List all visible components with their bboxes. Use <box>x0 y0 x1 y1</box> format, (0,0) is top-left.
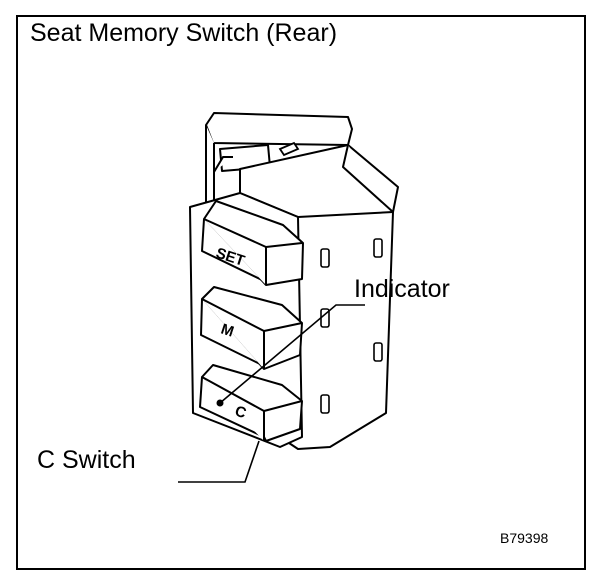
c-button-legend: C <box>233 403 249 423</box>
diagram-title: Seat Memory Switch (Rear) <box>30 19 338 47</box>
indicator-leader-line <box>219 304 365 404</box>
switch-illustration: SET M C <box>178 112 399 483</box>
rear-housing <box>205 112 353 218</box>
side-slots <box>320 238 383 414</box>
c-switch-leader-line <box>178 440 260 483</box>
indicator-callout-label: Indicator <box>354 275 450 303</box>
m-button-shape <box>200 286 303 370</box>
diagram-frame: SET M C <box>16 15 586 570</box>
set-button-shape <box>201 200 304 286</box>
c-button-shape <box>199 364 303 442</box>
figure-code: B79398 <box>500 530 549 546</box>
m-button-legend: M <box>219 321 236 341</box>
c-switch-callout-label: C Switch <box>37 446 136 474</box>
